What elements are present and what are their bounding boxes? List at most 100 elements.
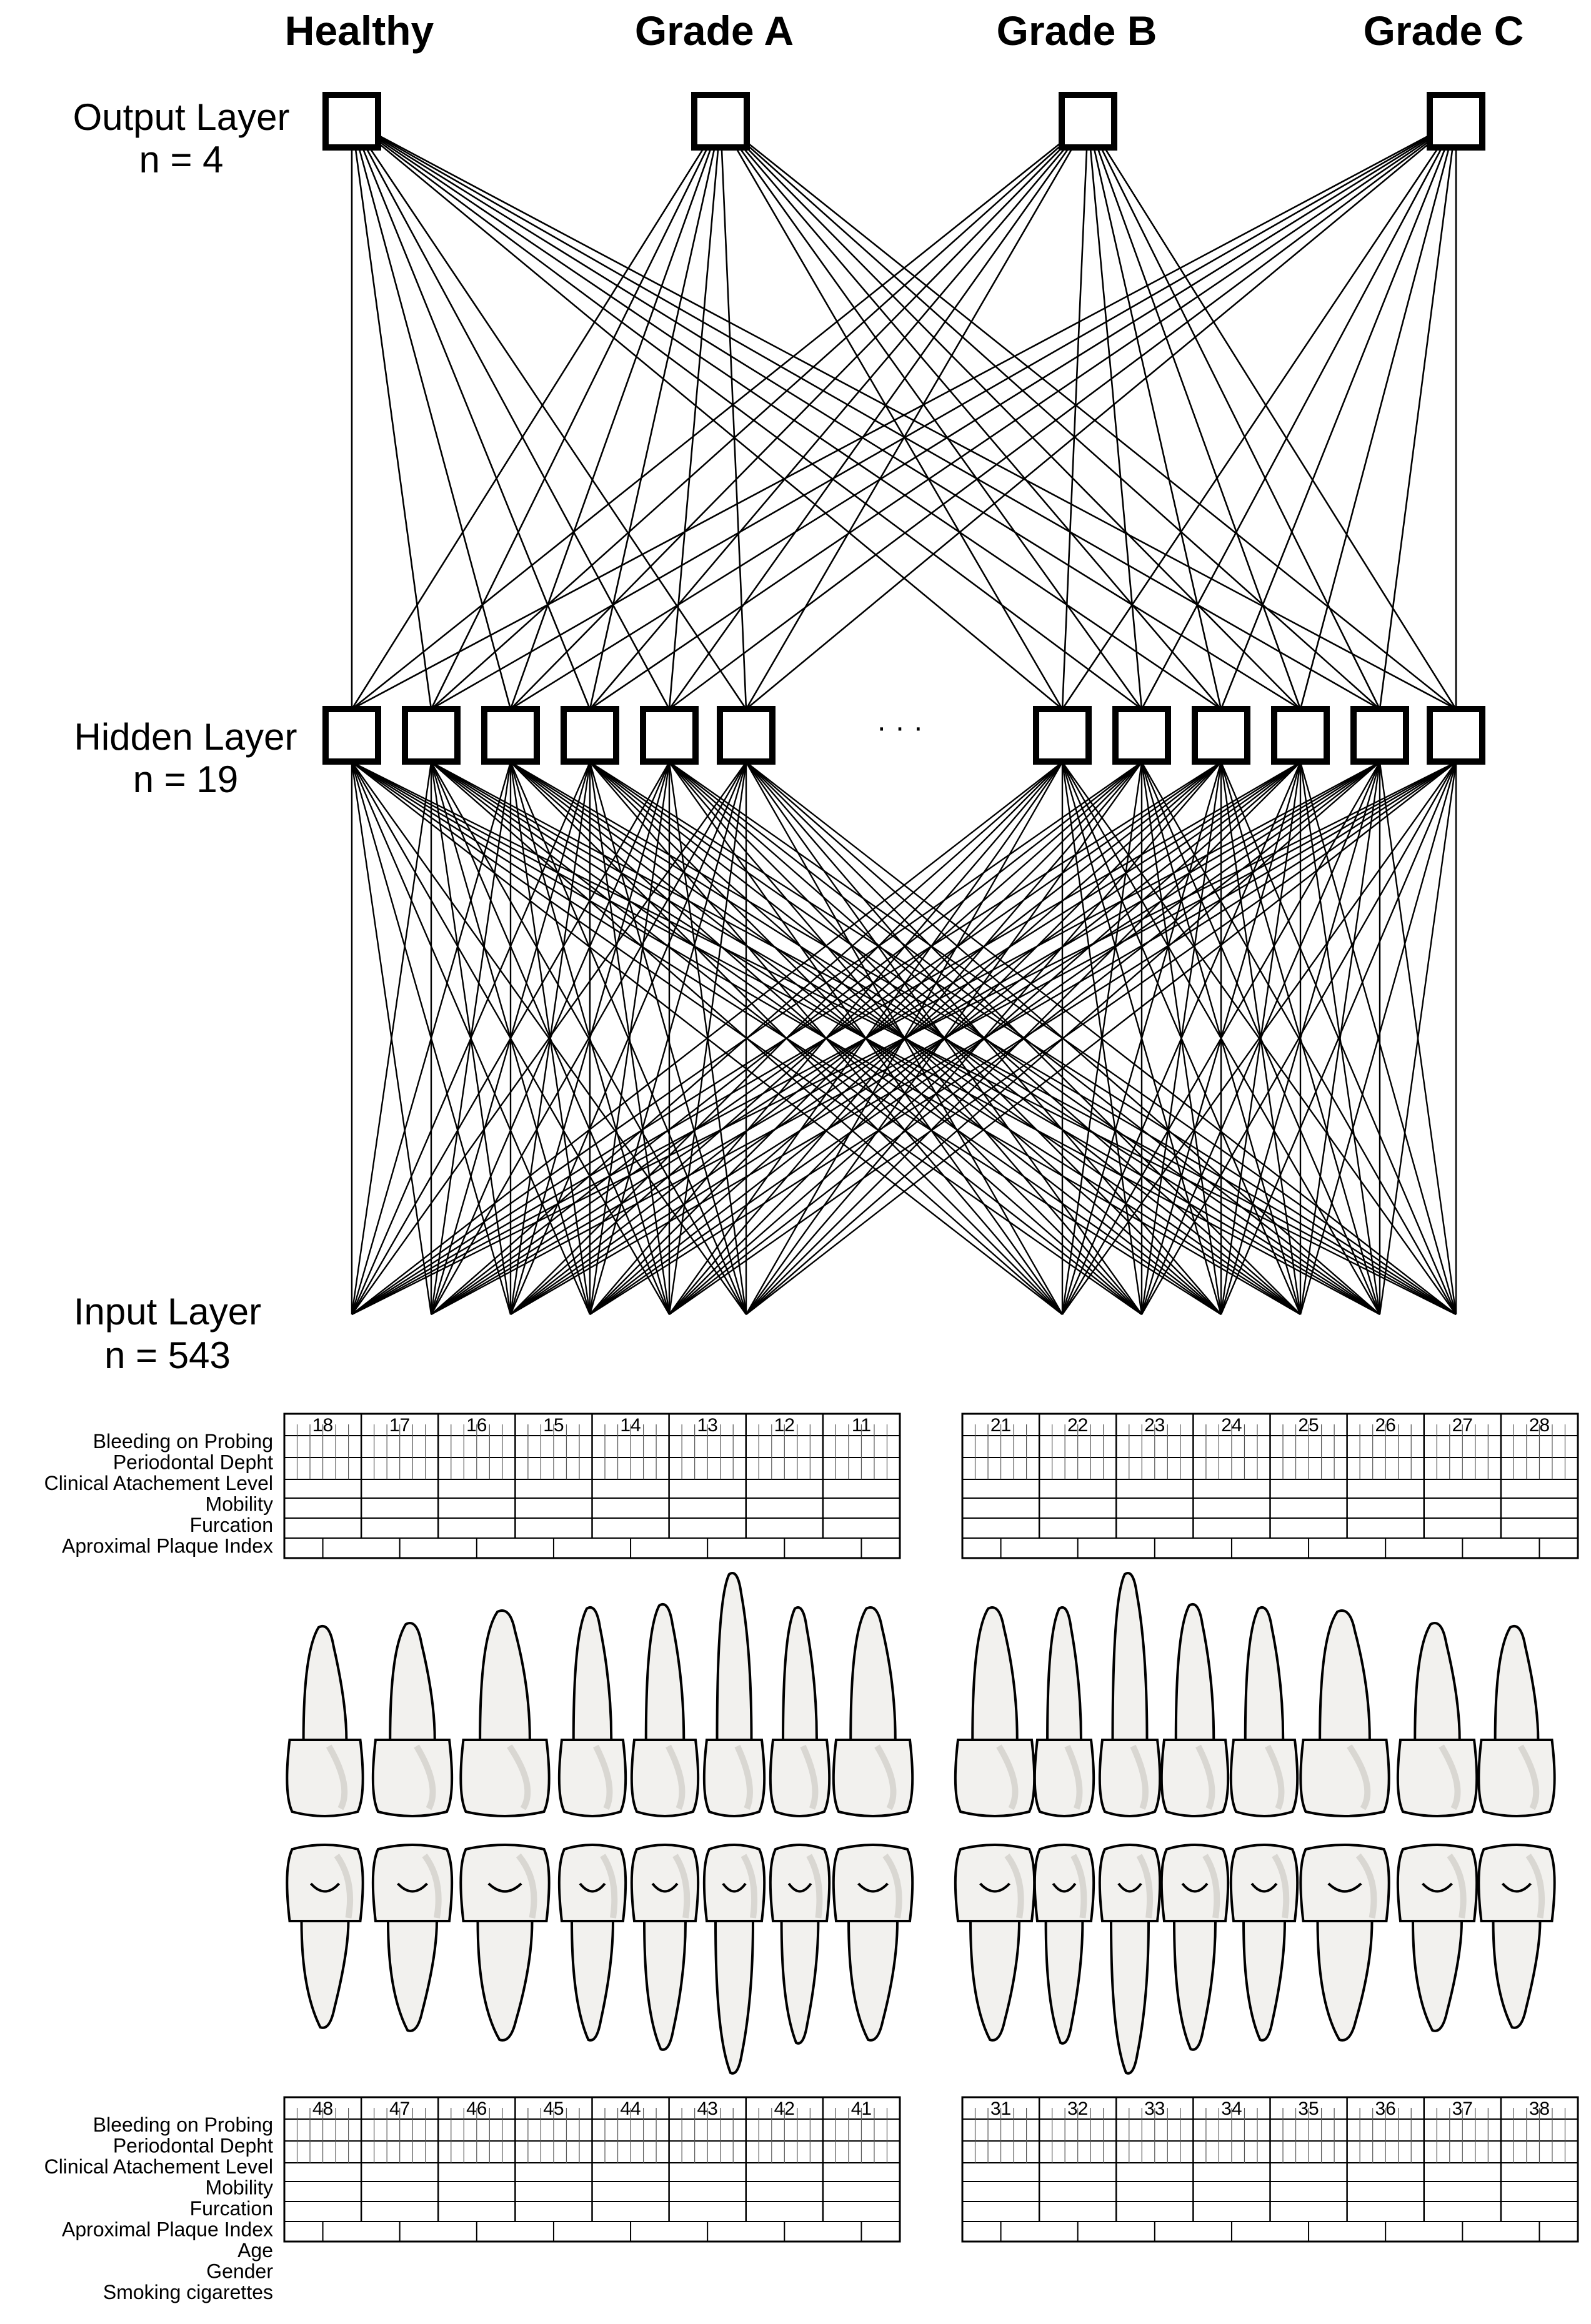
connection-hidden-11-input-10 xyxy=(1379,762,1457,1315)
connection-output-1-hidden-6 xyxy=(719,121,1064,710)
hidden-node-6 xyxy=(1033,706,1092,765)
lower-tooth-root-5 xyxy=(714,1920,755,2075)
lower-tooth-root-15 xyxy=(1492,1920,1542,2029)
connection-output-3-hidden-0 xyxy=(351,120,1457,710)
upper-tooth-shade-1 xyxy=(414,1744,436,1810)
tooth-number-48: 48 xyxy=(312,2098,333,2119)
connection-output-1-hidden-5 xyxy=(719,121,747,710)
lower-tooth-root-14 xyxy=(1411,1920,1464,2032)
lower-tooth-shade-9 xyxy=(1070,1854,1087,1919)
upper-teeth-illustration xyxy=(286,1572,1556,1817)
lower-tooth-cusp-4 xyxy=(651,1882,679,1893)
upper-tooth-shade-12 xyxy=(1265,1744,1285,1810)
lower-row-label-furcation: Furcation xyxy=(190,2197,273,2220)
upper-tooth-crown-3 xyxy=(557,1739,627,1817)
lower-tooth-cusp-10 xyxy=(1117,1882,1142,1893)
tooth-number-36: 36 xyxy=(1375,2098,1396,2119)
upper-tooth-shade-4 xyxy=(666,1744,686,1810)
upper-row-label-mobility: Mobility xyxy=(206,1493,273,1516)
lower-tooth-cusp-2 xyxy=(487,1882,522,1893)
tooth-number-41: 41 xyxy=(851,2098,872,2119)
tooth-number-23: 23 xyxy=(1144,1415,1165,1436)
lower-tooth-shade-12 xyxy=(1272,1854,1290,1919)
input-layer-count: n = 543 xyxy=(104,1334,231,1376)
connection-hidden-10-input-0 xyxy=(351,761,1380,1316)
hidden-nodes xyxy=(322,706,1485,765)
upper-tooth-shade-3 xyxy=(593,1744,613,1810)
connection-output-1-hidden-4 xyxy=(668,121,722,710)
upper-tooth-crown-13 xyxy=(1299,1739,1390,1817)
tooth-number-46: 46 xyxy=(466,2098,487,2119)
tooth-number-33: 33 xyxy=(1144,2098,1165,2119)
lower-tooth-root-13 xyxy=(1316,1920,1374,2042)
lower-row-label-periodontal-depht: Periodontal Depht xyxy=(113,2135,273,2157)
hidden-node-5 xyxy=(717,706,776,765)
lower-row-label-aproximal-plaque-index: Aproximal Plaque Index xyxy=(62,2218,273,2241)
connection-output-0-hidden-2 xyxy=(351,121,512,710)
hidden-input-connections xyxy=(351,761,1457,1316)
lower-tooth-root-3 xyxy=(570,1920,615,2042)
upper-tooth-root-4 xyxy=(644,1603,686,1741)
upper-tooth-shade-14 xyxy=(1439,1744,1461,1810)
connection-output-0-hidden-7 xyxy=(351,120,1142,710)
connection-hidden-10-input-4 xyxy=(669,762,1380,1315)
connection-hidden-8-input-0 xyxy=(351,761,1222,1316)
upper-tooth-root-7 xyxy=(849,1606,897,1741)
lower-tooth-cusp-13 xyxy=(1327,1882,1362,1893)
connection-output-3-hidden-6 xyxy=(1061,121,1457,710)
lower-tooth-cusp-8 xyxy=(979,1882,1010,1893)
output-node-healthy xyxy=(322,92,381,151)
connection-output-3-hidden-1 xyxy=(431,120,1457,710)
connection-output-2-hidden-6 xyxy=(1061,121,1089,710)
lower-tooth-shade-11 xyxy=(1202,1854,1220,1919)
connection-hidden-9-input-0 xyxy=(351,761,1301,1316)
lower-tooth-root-4 xyxy=(642,1920,687,2051)
tooth-number-24: 24 xyxy=(1221,1415,1242,1436)
lower-tooth-shade-4 xyxy=(672,1854,691,1919)
connection-output-0-hidden-1 xyxy=(351,121,432,710)
upper-tooth-root-6 xyxy=(782,1606,818,1741)
upper-tooth-crown-2 xyxy=(459,1739,551,1817)
tooth-number-18: 18 xyxy=(312,1415,333,1436)
upper-tooth-root-2 xyxy=(479,1609,531,1741)
connection-output-2-hidden-10 xyxy=(1087,121,1381,710)
lower-tooth-root-6 xyxy=(780,1920,820,2045)
upper-tooth-crown-7 xyxy=(832,1739,914,1817)
upper-tooth-root-15 xyxy=(1494,1625,1540,1741)
lower-tooth-shade-7 xyxy=(882,1854,902,1919)
lower-tooth-cusp-6 xyxy=(787,1882,812,1893)
upper-tooth-crown-4 xyxy=(630,1739,700,1817)
tooth-number-12: 12 xyxy=(774,1415,795,1436)
hidden-node-7 xyxy=(1112,706,1171,765)
upper-tooth-crown-1 xyxy=(371,1739,454,1817)
tooth-number-35: 35 xyxy=(1298,2098,1319,2119)
lower-tooth-cusp-9 xyxy=(1052,1882,1077,1893)
lower-tooth-cusp-15 xyxy=(1502,1882,1532,1893)
connection-hidden-10-input-8 xyxy=(1220,762,1381,1315)
tooth-number-45: 45 xyxy=(543,2098,564,2119)
connection-output-0-hidden-3 xyxy=(351,121,591,710)
tooth-number-14: 14 xyxy=(620,1415,641,1436)
lower-tooth-cusp-12 xyxy=(1250,1882,1278,1893)
connection-output-2-hidden-3 xyxy=(589,121,1089,710)
tooth-number-11: 11 xyxy=(852,1415,871,1436)
hidden-node-8 xyxy=(1192,706,1250,765)
tooth-number-16: 16 xyxy=(466,1415,487,1436)
upper-tooth-root-14 xyxy=(1414,1622,1461,1741)
tooth-number-15: 15 xyxy=(543,1415,564,1436)
upper-tooth-root-12 xyxy=(1244,1606,1285,1741)
lower-tooth-shade-14 xyxy=(1447,1854,1467,1919)
output-layer-title: Output Layer xyxy=(73,96,290,138)
upper-tooth-shade-0 xyxy=(326,1744,348,1810)
upper-tooth-shade-9 xyxy=(1064,1744,1083,1810)
upper-row-label-furcation: Furcation xyxy=(190,1514,273,1536)
lower-tooth-cusp-3 xyxy=(579,1882,606,1893)
lower-tooth-shade-2 xyxy=(516,1853,537,1919)
connection-output-3-hidden-10 xyxy=(1379,121,1457,710)
connection-hidden-10-input-9 xyxy=(1299,762,1381,1315)
hidden-node-4 xyxy=(640,706,699,765)
tooth-number-47: 47 xyxy=(389,2098,410,2119)
tooth-number-42: 42 xyxy=(774,2098,795,2119)
